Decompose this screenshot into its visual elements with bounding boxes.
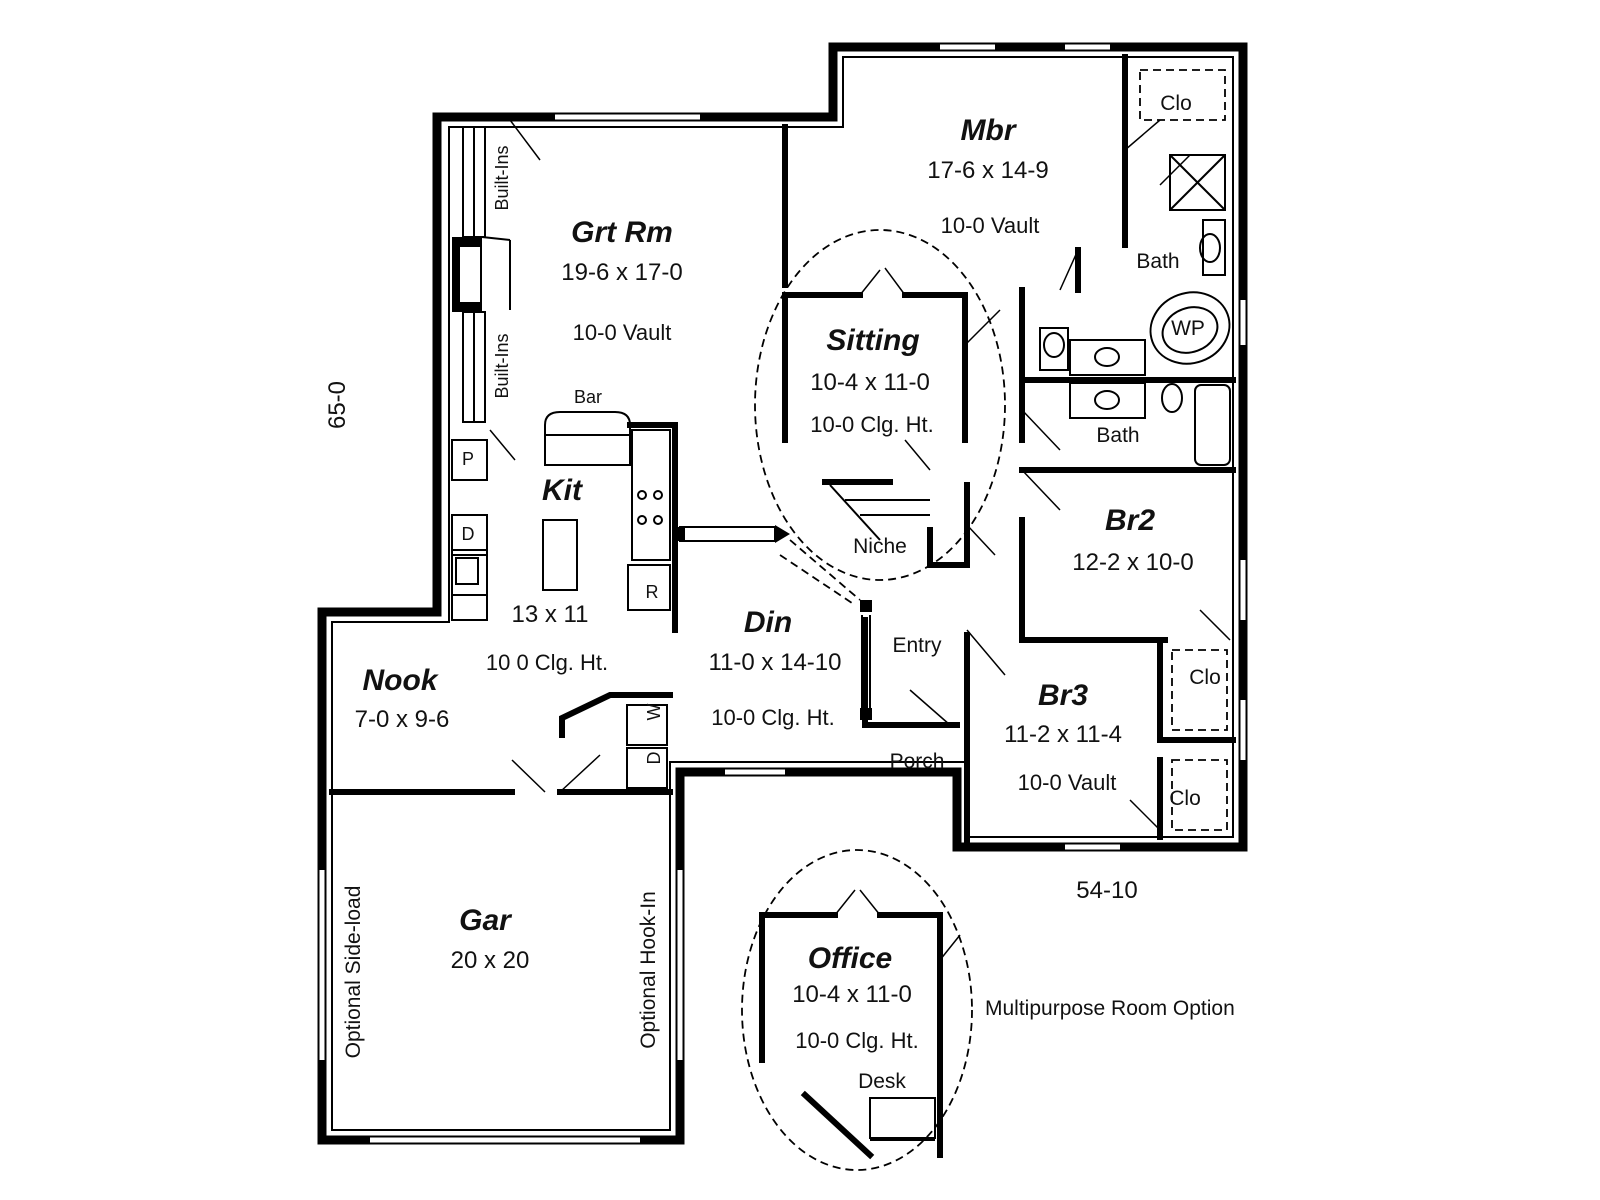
sitting-size: 10-4 x 11-0 — [810, 369, 930, 396]
bedroom3-name: Br3 — [1038, 679, 1088, 712]
dining-size: 11-0 x 14-10 — [709, 649, 842, 676]
master-bedroom-ceiling: 10-0 Vault — [941, 213, 1040, 238]
bedroom3-size: 11-2 x 11-4 — [1004, 721, 1122, 748]
optional-hook-in-label: Optional Hook-In — [637, 891, 660, 1049]
overall-depth-label: 65-0 — [324, 381, 351, 429]
office-option-inset — [741, 849, 973, 1171]
bar-label: Bar — [574, 387, 602, 407]
dining-ceiling: 10-0 Clg. Ht. — [711, 705, 835, 730]
kitchen-name: Kit — [542, 474, 584, 507]
interior-walls — [329, 54, 1236, 843]
built-ins-label-lower: Built-Ins — [492, 333, 512, 398]
fixtures — [451, 69, 1231, 831]
great-room-ceiling: 10-0 Vault — [573, 320, 672, 345]
kitchen-size: 13 x 11 — [512, 601, 589, 628]
br3-closet-label: Clo — [1169, 787, 1201, 810]
master-closet-label: Clo — [1160, 92, 1192, 115]
bedroom2-size: 12-2 x 10-0 — [1072, 549, 1193, 576]
dining-name: Din — [744, 606, 792, 639]
nook-name: Nook — [363, 664, 439, 697]
pantry-label: P — [462, 449, 474, 469]
sitting-name: Sitting — [826, 324, 919, 357]
great-room-size: 19-6 x 17-0 — [561, 259, 682, 286]
garage-name: Gar — [459, 904, 513, 937]
office-size: 10-4 x 11-0 — [792, 981, 912, 1008]
garage-size: 20 x 20 — [451, 947, 530, 974]
br2-closet-label: Clo — [1189, 666, 1221, 689]
porch-label: Porch — [890, 750, 945, 773]
overall-width-label: 54-10 — [1076, 877, 1137, 904]
entry-label: Entry — [892, 634, 942, 657]
sitting-option-outline — [754, 229, 1006, 581]
dishwasher-label: D — [462, 524, 475, 544]
bedroom3-ceiling: 10-0 Vault — [1018, 770, 1117, 795]
hall-bath-label: Bath — [1096, 424, 1139, 447]
whirlpool-label: WP — [1171, 317, 1205, 340]
nook-size: 7-0 x 9-6 — [355, 706, 450, 733]
multipurpose-option-label: Multipurpose Room Option — [985, 997, 1235, 1020]
master-bedroom-name: Mbr — [961, 114, 1018, 147]
sitting-ceiling: 10-0 Clg. Ht. — [810, 412, 934, 437]
door-swings — [489, 119, 1231, 831]
exterior-walls — [317, 42, 1248, 1145]
office-name: Office — [808, 942, 892, 975]
great-room-name: Grt Rm — [571, 216, 673, 249]
master-bedroom-size: 17-6 x 14-9 — [927, 157, 1048, 184]
office-ceiling: 10-0 Clg. Ht. — [795, 1028, 919, 1053]
desk-label: Desk — [858, 1070, 906, 1093]
kitchen-ceiling: 10 0 Clg. Ht. — [486, 650, 608, 675]
dryer-label: D — [644, 752, 664, 765]
master-bath-label: Bath — [1136, 250, 1179, 273]
washer-label: W — [644, 704, 664, 721]
built-ins-label-upper: Built-Ins — [492, 145, 512, 210]
range-label: R — [646, 582, 659, 602]
bedroom2-name: Br2 — [1105, 504, 1155, 537]
optional-side-load-label: Optional Side-load — [342, 886, 365, 1059]
niche-label: Niche — [853, 535, 907, 558]
